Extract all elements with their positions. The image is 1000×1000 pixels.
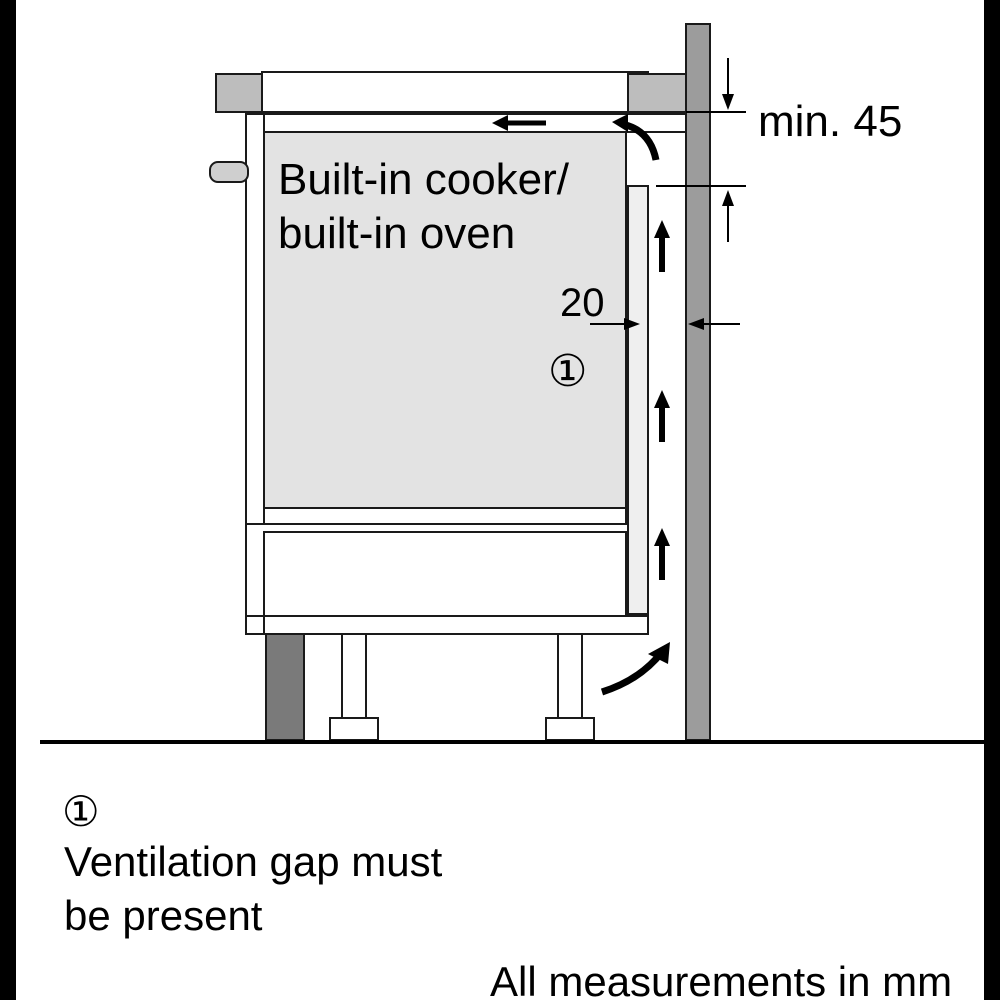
legend-line1: Ventilation gap must	[64, 838, 443, 885]
legend-marker: ①	[62, 788, 100, 835]
worktop-right-part	[627, 73, 687, 113]
airflow-arrow-top-curve-head	[612, 114, 628, 132]
callout-marker: ①	[548, 347, 587, 396]
drawer-inner	[263, 531, 627, 617]
footer-note: All measurements in mm	[490, 958, 952, 1000]
leg-right	[557, 633, 583, 721]
dimension-label-top: min. 45	[758, 97, 902, 146]
airflow-arrow-up-1-head	[654, 528, 670, 546]
hob-plate	[261, 71, 649, 113]
dimension-arrow-left-head	[688, 318, 704, 330]
dimension-label-side: 20	[560, 281, 605, 325]
left-edge-strip	[0, 0, 16, 1000]
wall	[685, 23, 711, 741]
airflow-arrow-up-2-head	[654, 390, 670, 408]
dimension-arrow-right-head	[624, 318, 640, 330]
airflow-arrow-left-head	[492, 115, 508, 131]
dimension-arrow-down-head	[722, 94, 734, 110]
right-edge-strip	[984, 0, 1000, 1000]
knob-icon	[209, 161, 249, 183]
airflow-arrow-bottom-head	[648, 642, 670, 664]
dimension-arrow-up-head	[722, 190, 734, 206]
leg-left-foot	[329, 717, 379, 741]
oven-bottom-trim	[263, 507, 627, 525]
appliance-label-line1: Built-in cooker/	[278, 155, 570, 204]
airflow-arrow-up-3-head	[654, 220, 670, 238]
leg-right-foot	[545, 717, 595, 741]
appliance-label-line2: built-in oven	[278, 209, 515, 258]
legend-line2: be present	[64, 892, 263, 939]
back-panel	[627, 185, 649, 615]
airflow-arrow-bottom	[600, 649, 665, 696]
plinth	[265, 633, 305, 741]
cabinet-base	[263, 615, 649, 635]
leg-left	[341, 633, 367, 721]
